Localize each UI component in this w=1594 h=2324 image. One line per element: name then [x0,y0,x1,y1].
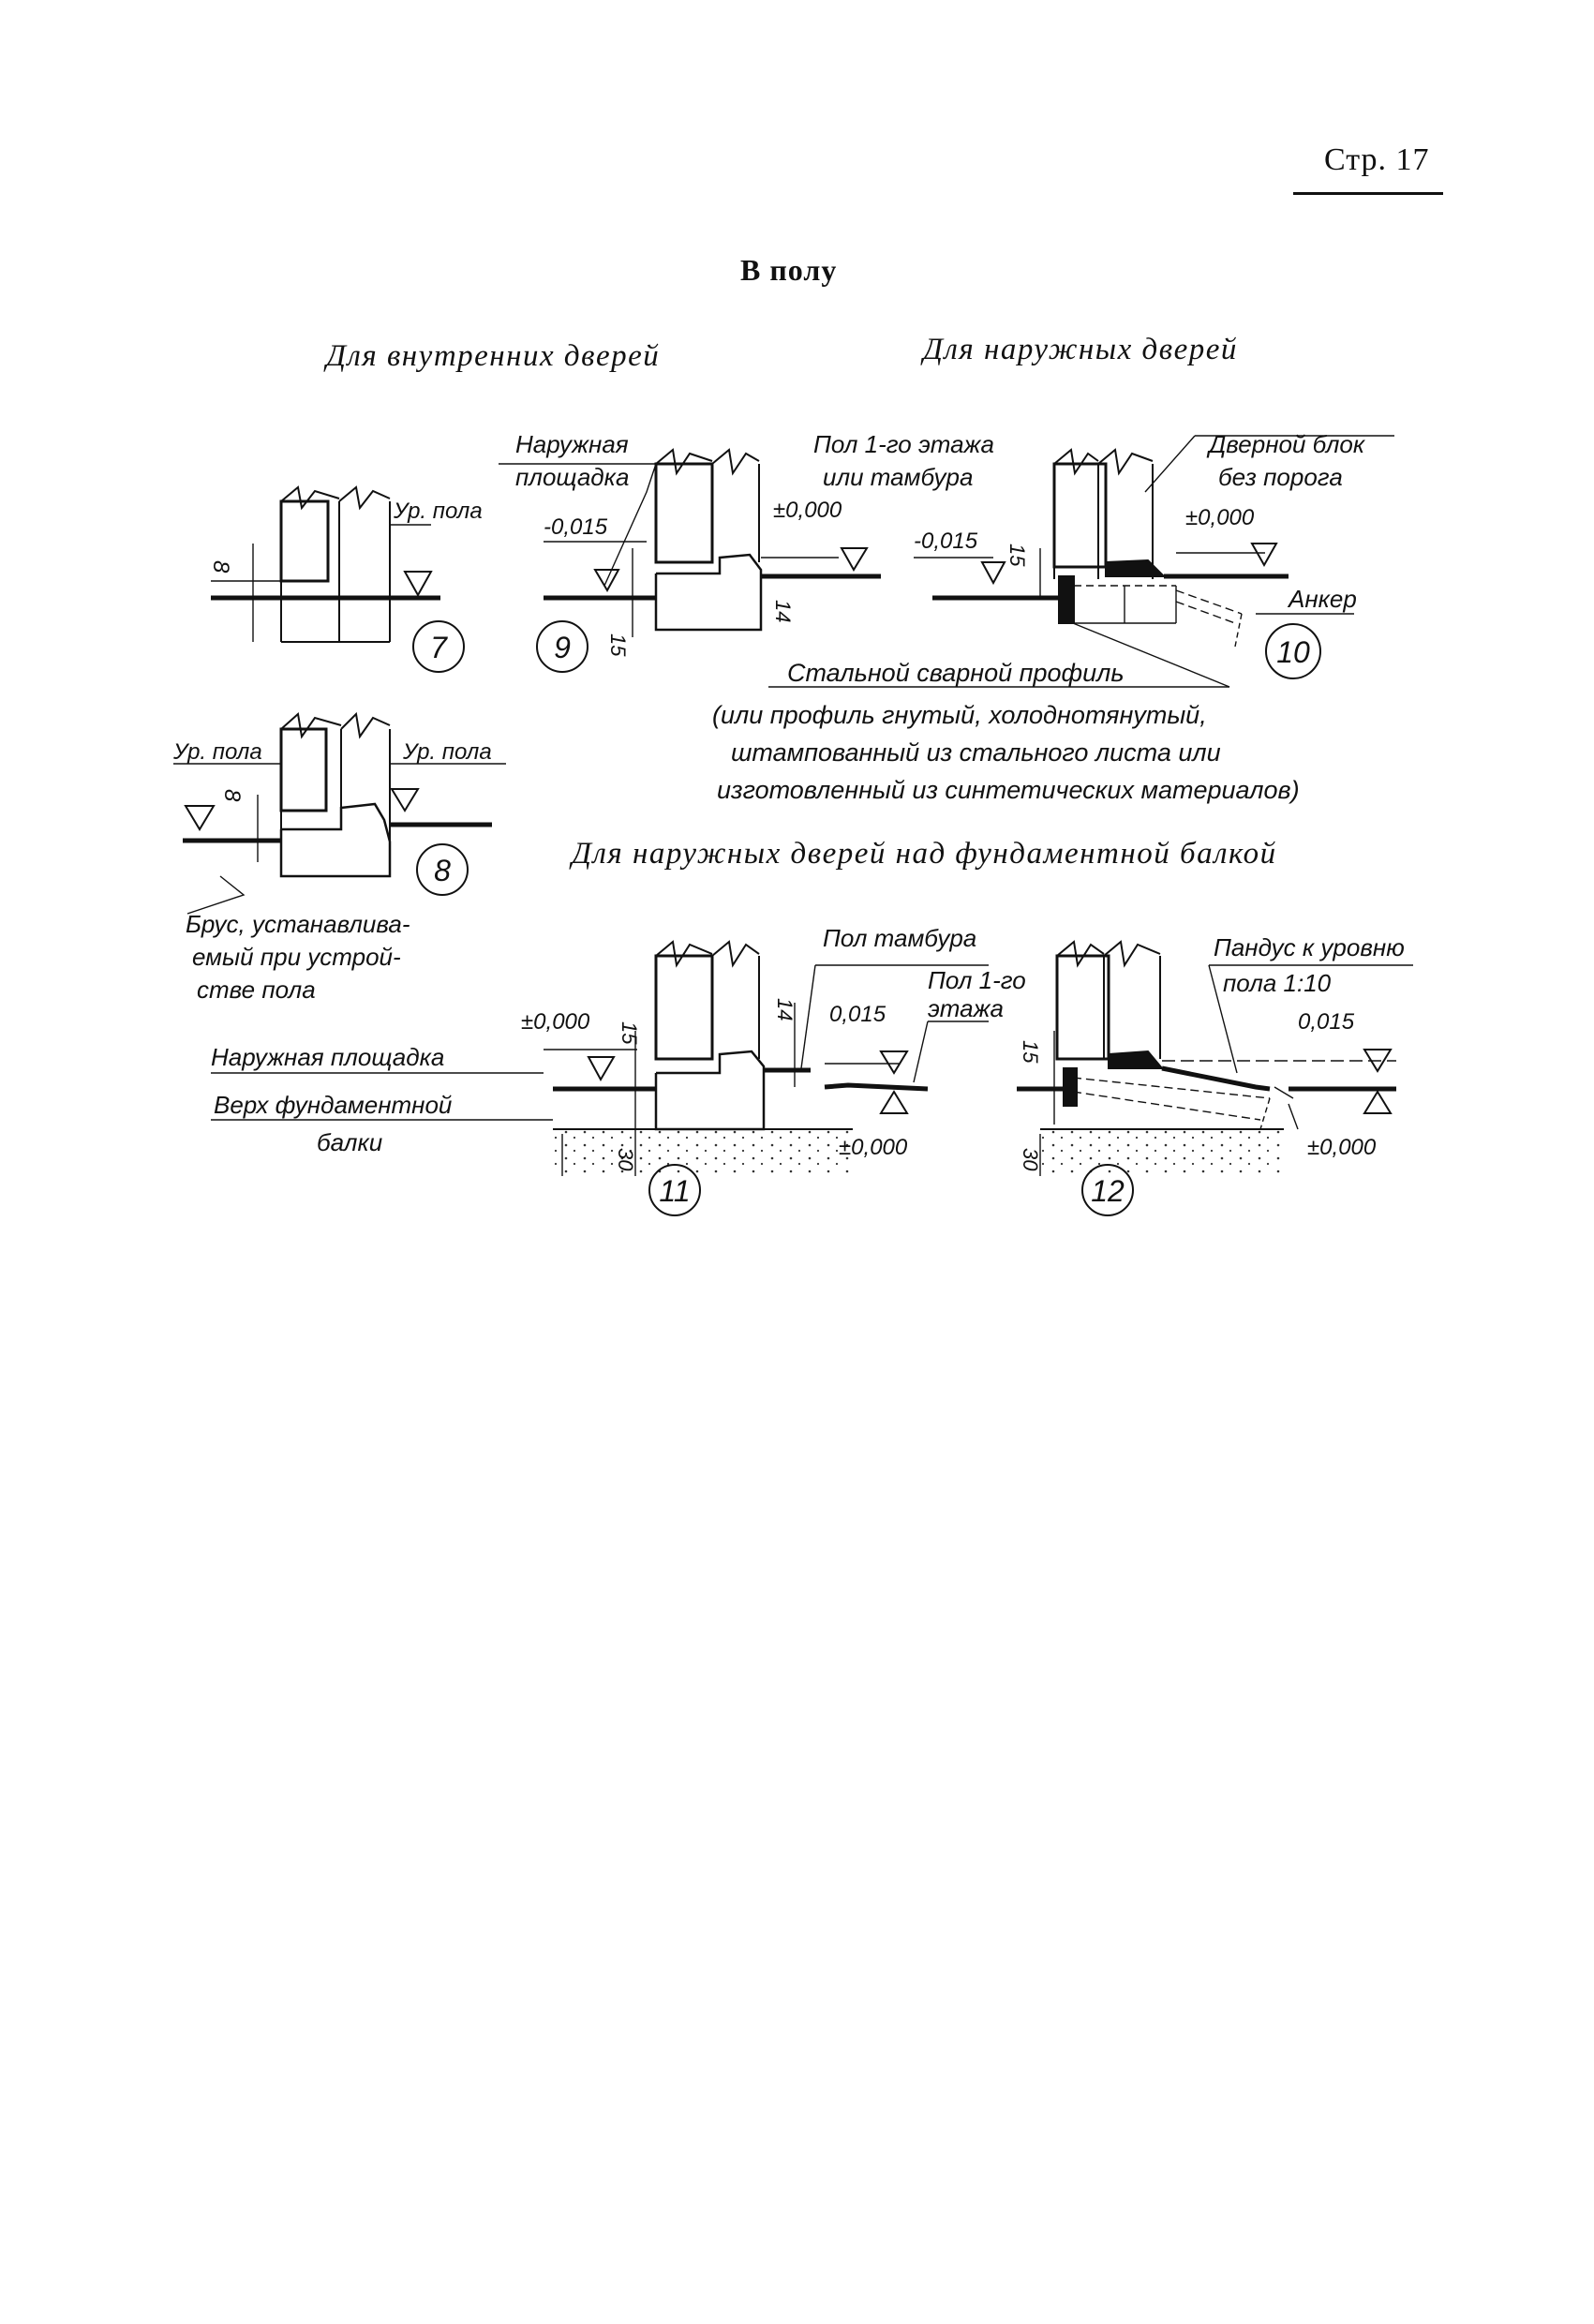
dim-8-detail-7: 8 [208,560,233,574]
label-profile-line-1: (или профиль гнутый, холоднотянутый, [712,701,1207,729]
dim-minus-0015-detail-9: -0,015 [544,514,608,540]
label-pandus: Пандус к уровню [1214,933,1405,961]
detail-number-7: 7 [430,631,448,664]
dim-plus-0000-detail-11-top: ±0,000 [521,1009,590,1035]
label-pol-1-etazha: Пол 1-го этажа [813,430,994,458]
label-ur-pola-7: Ур. пола [393,499,483,524]
label-anker: Анкер [1287,585,1357,613]
label-balki: балки [317,1128,382,1156]
detail-number-10: 10 [1276,635,1310,669]
dim-15-detail-11: 15 [618,1021,641,1045]
dim-30-detail-11: 30 [614,1148,637,1171]
label-pola-1-10: пола 1:10 [1223,969,1332,997]
page-title: В полу [740,253,838,287]
label-etazha: этажа [928,994,1004,1022]
label-pol-tambura: Пол тамбура [823,924,976,952]
detail-number-11: 11 [659,1174,690,1208]
detail-9-drawing [499,448,881,673]
dim-14-detail-11: 14 [773,998,797,1020]
dim-plus-0000-detail-11-bottom: ±0,000 [839,1135,908,1160]
label-brus-line-3: стве пола [197,976,316,1004]
detail-11-drawing [211,940,989,1216]
label-naruzhnaya-ploshchadka: Наружная площадка [211,1043,444,1071]
detail-number-8: 8 [434,854,451,887]
dim-plus-0000-detail-12: ±0,000 [1307,1135,1377,1160]
label-profile-line-2: штампованный из стального листа или [731,738,1221,767]
detail-number-9: 9 [554,631,571,664]
label-naruzhnaya: Наружная [515,430,629,458]
label-dvernoy-blok: Дверной блок [1206,430,1366,458]
label-ur-pola-8-right: Ур. пола [402,739,492,765]
dim-0015-detail-11: 0,015 [829,1002,886,1027]
detail-7-drawing [211,485,465,673]
page-number-underline [1293,192,1443,195]
dim-14-detail-9: 14 [771,600,795,622]
dim-15-detail-10: 15 [1006,544,1029,567]
section-internal-doors: Для внутренних дверей [326,339,661,373]
detail-number-12: 12 [1091,1174,1125,1208]
page-number: Стр. 17 [1324,142,1430,177]
dim-plus-0000-detail-9: ±0,000 [773,498,842,523]
dim-30-detail-12: 30 [1019,1148,1042,1171]
dim-15-detail-9: 15 [606,633,630,657]
profile-leader [1072,622,1230,688]
detail-12-drawing [1017,940,1413,1216]
label-ur-pola-8-left: Ур. пола [172,739,262,765]
dim-minus-0015-detail-10: -0,015 [914,529,978,554]
section-external-doors: Для наружных дверей [923,333,1238,366]
label-bez-poroga: без порога [1218,463,1343,491]
section-external-over-beam: Для наружных дверей над фундаментной бал… [572,837,1277,871]
label-profile-line-3: изготовленный из синтетических материало… [717,776,1300,804]
detail-10-drawing [914,435,1394,679]
dim-plus-0000-detail-10: ±0,000 [1185,505,1255,530]
label-profile-title: Стальной сварной профиль [787,659,1125,687]
label-brus-line-1: Брус, устанавлива- [186,910,410,938]
label-ploshchadka: площадка [515,463,629,491]
detail-8-drawing [173,711,506,915]
dim-0015-detail-12: 0,015 [1298,1009,1355,1035]
label-verh-fundamentnoy: Верх фундаментной [214,1091,452,1119]
label-pol-1go: Пол 1-го [928,966,1026,994]
dim-15-detail-12: 15 [1019,1040,1042,1064]
label-brus-line-2: емый при устрой- [192,943,401,971]
dim-8-detail-8: 8 [219,789,245,802]
label-ili-tambura: или тамбура [823,463,973,491]
